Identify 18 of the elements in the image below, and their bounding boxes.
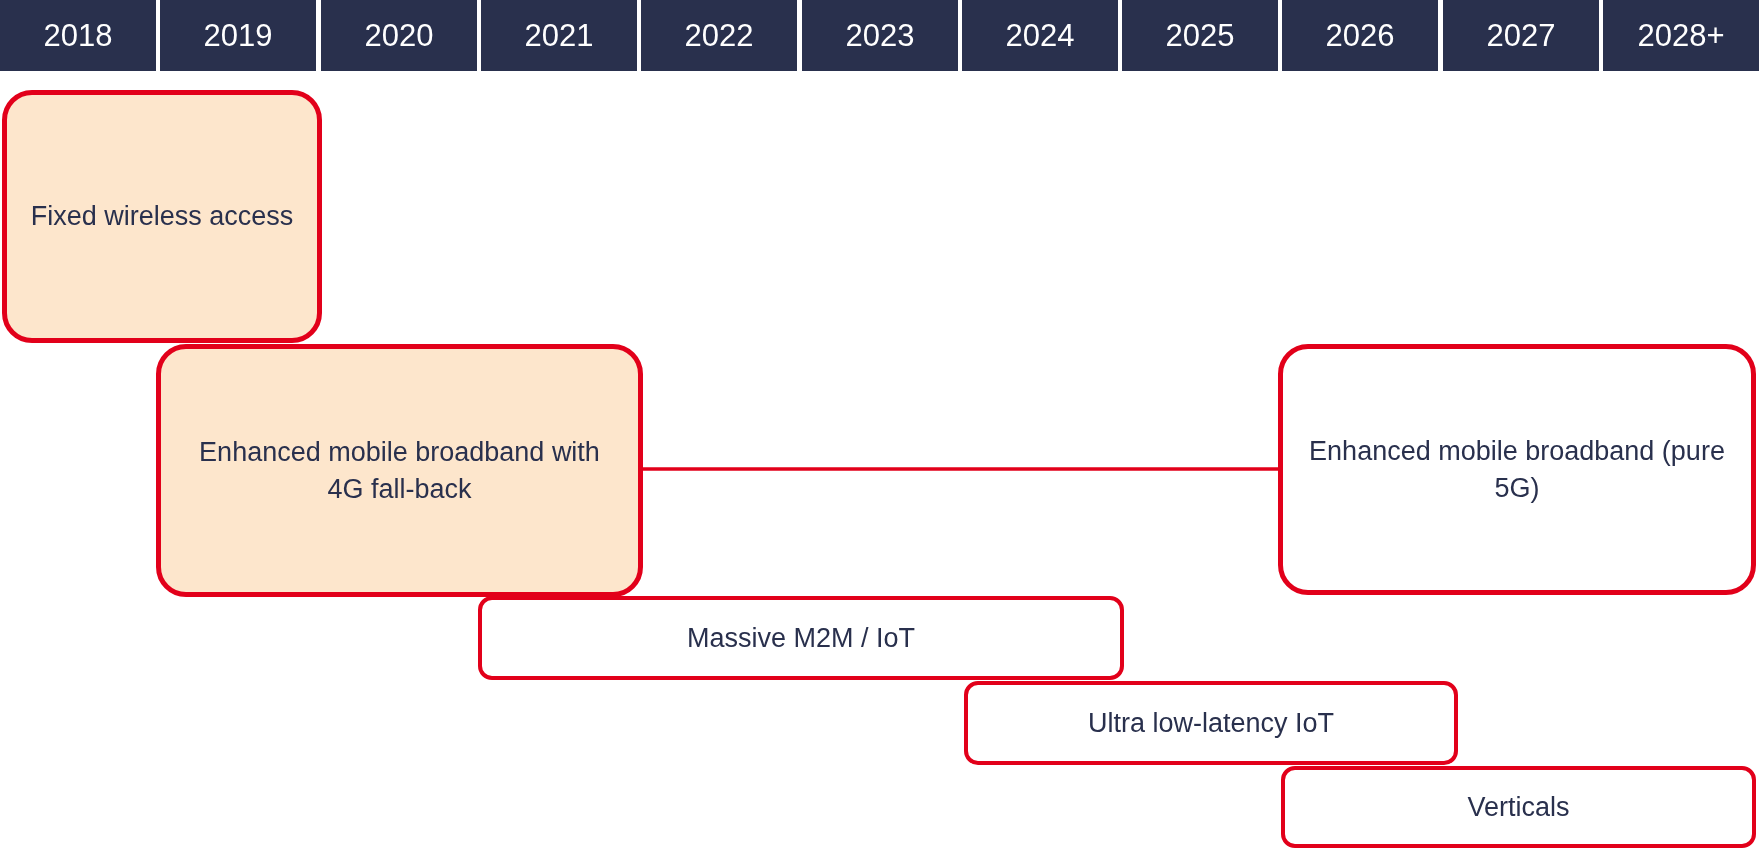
phase-box: Enhanced mobile broadband with 4G fall-back (156, 344, 643, 597)
phase-bar: Verticals (1281, 766, 1756, 848)
year-header-cell: 2020 (321, 0, 477, 71)
year-header-cell: 2025 (1122, 0, 1278, 71)
year-header-cell: 2024 (962, 0, 1118, 71)
year-header-cell: 2026 (1282, 0, 1438, 71)
year-header-cell: 2023 (802, 0, 958, 71)
year-header-cell: 2021 (481, 0, 637, 71)
phase-box: Fixed wireless access (2, 90, 322, 343)
year-header-cell: 2028+ (1603, 0, 1759, 71)
connector-line (643, 467, 1278, 471)
phase-bar: Massive M2M / IoT (478, 596, 1124, 680)
year-header-cell: 2022 (641, 0, 797, 71)
year-header-cell: 2019 (160, 0, 316, 71)
year-header-cell: 2018 (0, 0, 156, 71)
phase-bar: Ultra low-latency IoT (964, 681, 1458, 765)
phase-box: Enhanced mobile broadband (pure 5G) (1278, 344, 1756, 595)
year-header-cell: 2027 (1443, 0, 1599, 71)
